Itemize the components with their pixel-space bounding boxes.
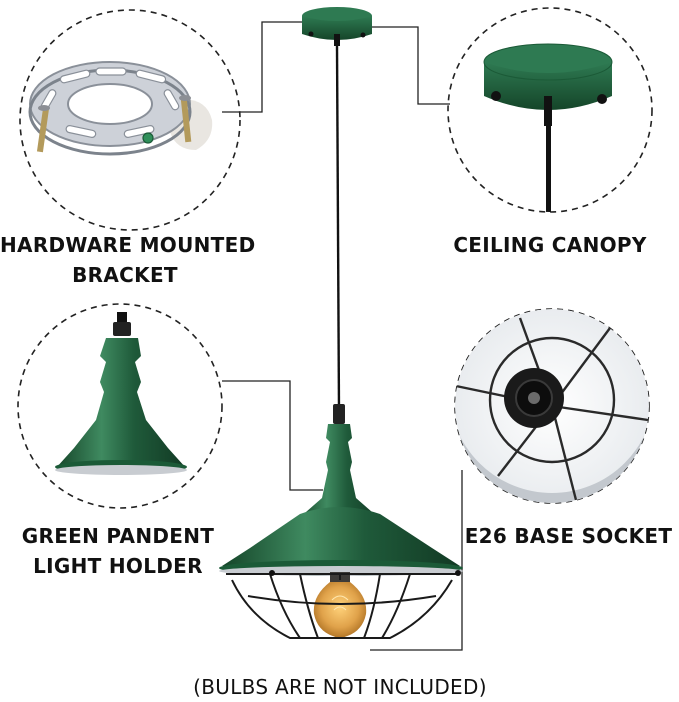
light-holder-label-line1: GREEN PANDENT [21, 524, 215, 548]
hardware-bracket-label: HARDWARE MOUNTED BRACKET [0, 230, 256, 290]
ceiling-canopy-icon [483, 43, 613, 212]
hardware-bracket-label-line1: HARDWARE MOUNTED [0, 233, 256, 257]
bracket-callout-circle [19, 9, 241, 231]
base-socket-label: E26 BASE SOCKET [458, 521, 679, 551]
holder-callout-circle [17, 303, 223, 509]
e26-socket-icon [455, 309, 649, 503]
hardware-bracket-label-line2: BRACKET [72, 263, 178, 287]
callout-connectors [222, 21, 463, 651]
base-socket-label-text: E26 BASE SOCKET [464, 524, 673, 548]
light-holder-label: GREEN PANDENT LIGHT HOLDER [0, 521, 236, 581]
ceiling-canopy-label-text: CEILING CANOPY [453, 233, 647, 257]
pendant-shade-icon [55, 312, 187, 475]
light-holder-label-line2: LIGHT HOLDER [33, 554, 203, 578]
pendant-lamp-icon [219, 7, 463, 639]
bulbs-not-included-note: (BULBS ARE NOT INCLUDED) [140, 672, 540, 702]
bulbs-not-included-text: (BULBS ARE NOT INCLUDED) [193, 675, 487, 699]
mounting-bracket-icon [28, 61, 213, 156]
ceiling-canopy-label: CEILING CANOPY [440, 230, 660, 260]
